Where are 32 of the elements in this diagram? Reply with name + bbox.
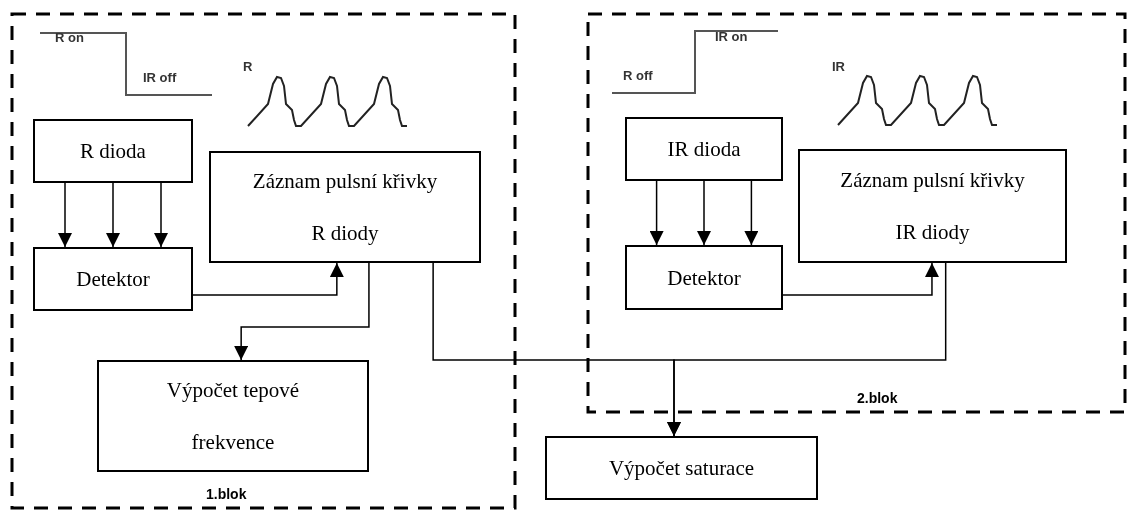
process-box xyxy=(625,245,783,310)
signal-label: IR off xyxy=(143,69,177,87)
arrow xyxy=(697,180,711,246)
arrow xyxy=(58,182,72,248)
signal-label: IR xyxy=(832,58,845,76)
arrow xyxy=(234,262,370,361)
signal-label: R xyxy=(243,58,253,76)
process-box xyxy=(209,151,481,263)
signal-label: R off xyxy=(623,67,653,85)
box-text: Záznam pulsní křivky IR diody xyxy=(840,167,1025,246)
arrow xyxy=(106,182,120,248)
arrow xyxy=(154,182,168,248)
box-text: Výpočet saturace xyxy=(608,455,755,482)
box-text: Výpočet tepové frekvence xyxy=(165,377,301,456)
process-box xyxy=(97,360,369,472)
signal-label: IR on xyxy=(715,28,748,46)
arrow xyxy=(649,180,664,246)
signal-label: R on xyxy=(55,29,84,47)
box-text: R dioda xyxy=(80,138,146,165)
process-box xyxy=(545,436,818,500)
process-box xyxy=(33,247,193,311)
box-text: Záznam pulsní křivky R diody xyxy=(252,168,438,247)
arrow xyxy=(782,262,939,296)
process-box xyxy=(33,119,193,183)
box-text: IR dioda xyxy=(667,136,741,163)
box-text: Detektor xyxy=(667,264,741,292)
process-box xyxy=(625,117,783,181)
arrow xyxy=(667,262,947,437)
arrow xyxy=(192,262,344,296)
process-box xyxy=(798,149,1067,263)
box-text: Detektor xyxy=(76,266,150,293)
arrow xyxy=(744,180,759,246)
